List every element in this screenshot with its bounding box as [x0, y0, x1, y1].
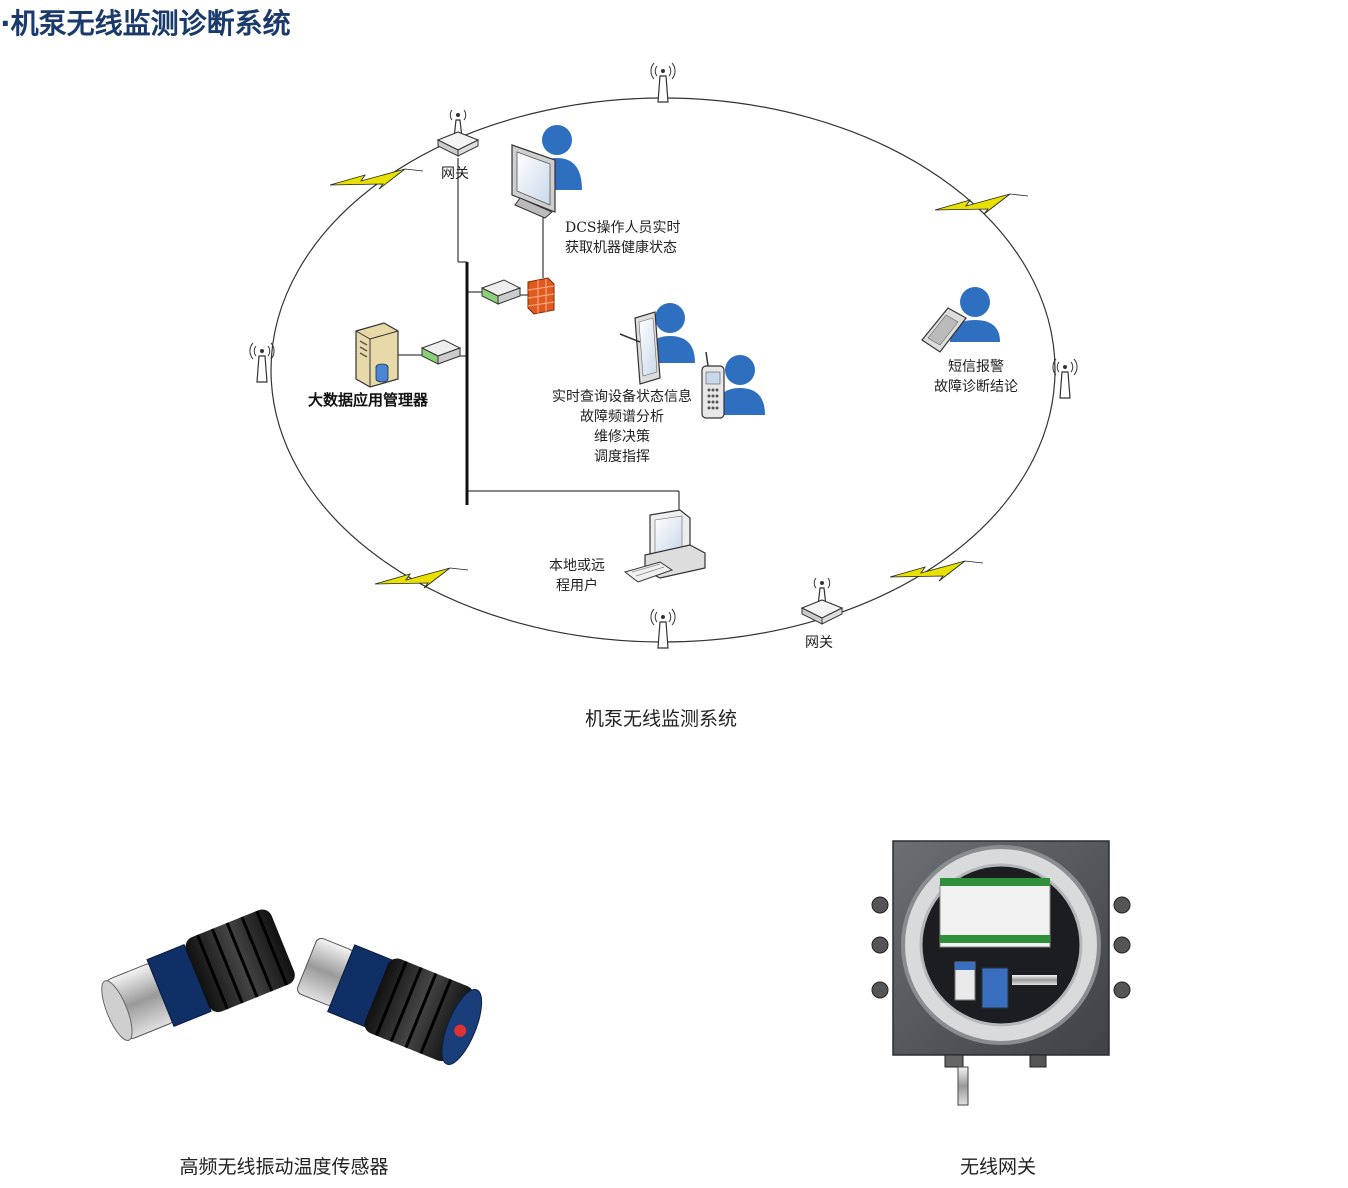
query-label: 维修决策: [594, 428, 650, 445]
firewall-icon: [527, 277, 555, 315]
lightning-bolt-icon: [889, 560, 984, 582]
tablet-icon: [619, 311, 661, 385]
desktop-computer-icon: [623, 509, 706, 583]
gateway-icon: [436, 109, 480, 157]
network-switch-icon: [420, 339, 462, 365]
local-remote-user-label: 本地或远: [549, 558, 605, 574]
dcs-operator-label: 获取机器健康状态: [565, 239, 677, 256]
antenna-icon: [650, 62, 676, 103]
page-title: ·机泵无线监测诊断系统: [0, 7, 291, 40]
person-icon: [950, 287, 1000, 342]
lightning-bolt-icon: [329, 168, 424, 190]
network-bus: [398, 158, 680, 515]
sensor-caption: 高频无线振动温度传感器: [179, 1156, 389, 1178]
monitor-icon: [511, 144, 556, 219]
local-remote-user-label: 程用户: [556, 577, 598, 594]
gateway-label: 网关: [441, 166, 469, 182]
sms-alarm-label: 短信报警: [948, 359, 1004, 375]
sms-alarm-label: 故障诊断结论: [934, 379, 1018, 395]
query-label: 故障频谱分析: [580, 409, 664, 425]
gateway-caption: 无线网关: [959, 1156, 1037, 1178]
server-icon: [355, 322, 399, 388]
person-icon: [715, 355, 765, 415]
query-label: 调度指挥: [594, 449, 650, 465]
mobile-phone-icon: [921, 307, 967, 353]
dcs-operator-label: DCS操作人员实时: [565, 220, 681, 236]
lightning-bolt-icon: [934, 193, 1029, 215]
antenna-icon: [249, 342, 275, 383]
bigdata-manager-label: 大数据应用管理器: [308, 391, 429, 409]
system-diagram-caption: 机泵无线监测系统: [584, 708, 738, 730]
network-switch-icon: [480, 279, 522, 305]
mobile-phone-icon: [701, 351, 725, 419]
antenna-icon: [650, 608, 676, 649]
gateway-icon: [800, 577, 844, 625]
gateway-label: 网关: [805, 635, 833, 651]
antenna-icon: [1052, 358, 1078, 399]
vibration-sensor-image: [101, 909, 483, 1065]
query-label: 实时查询设备状态信息: [552, 388, 692, 405]
lightning-bolt-icon: [374, 567, 469, 589]
wireless-gateway-image: [871, 840, 1131, 1106]
